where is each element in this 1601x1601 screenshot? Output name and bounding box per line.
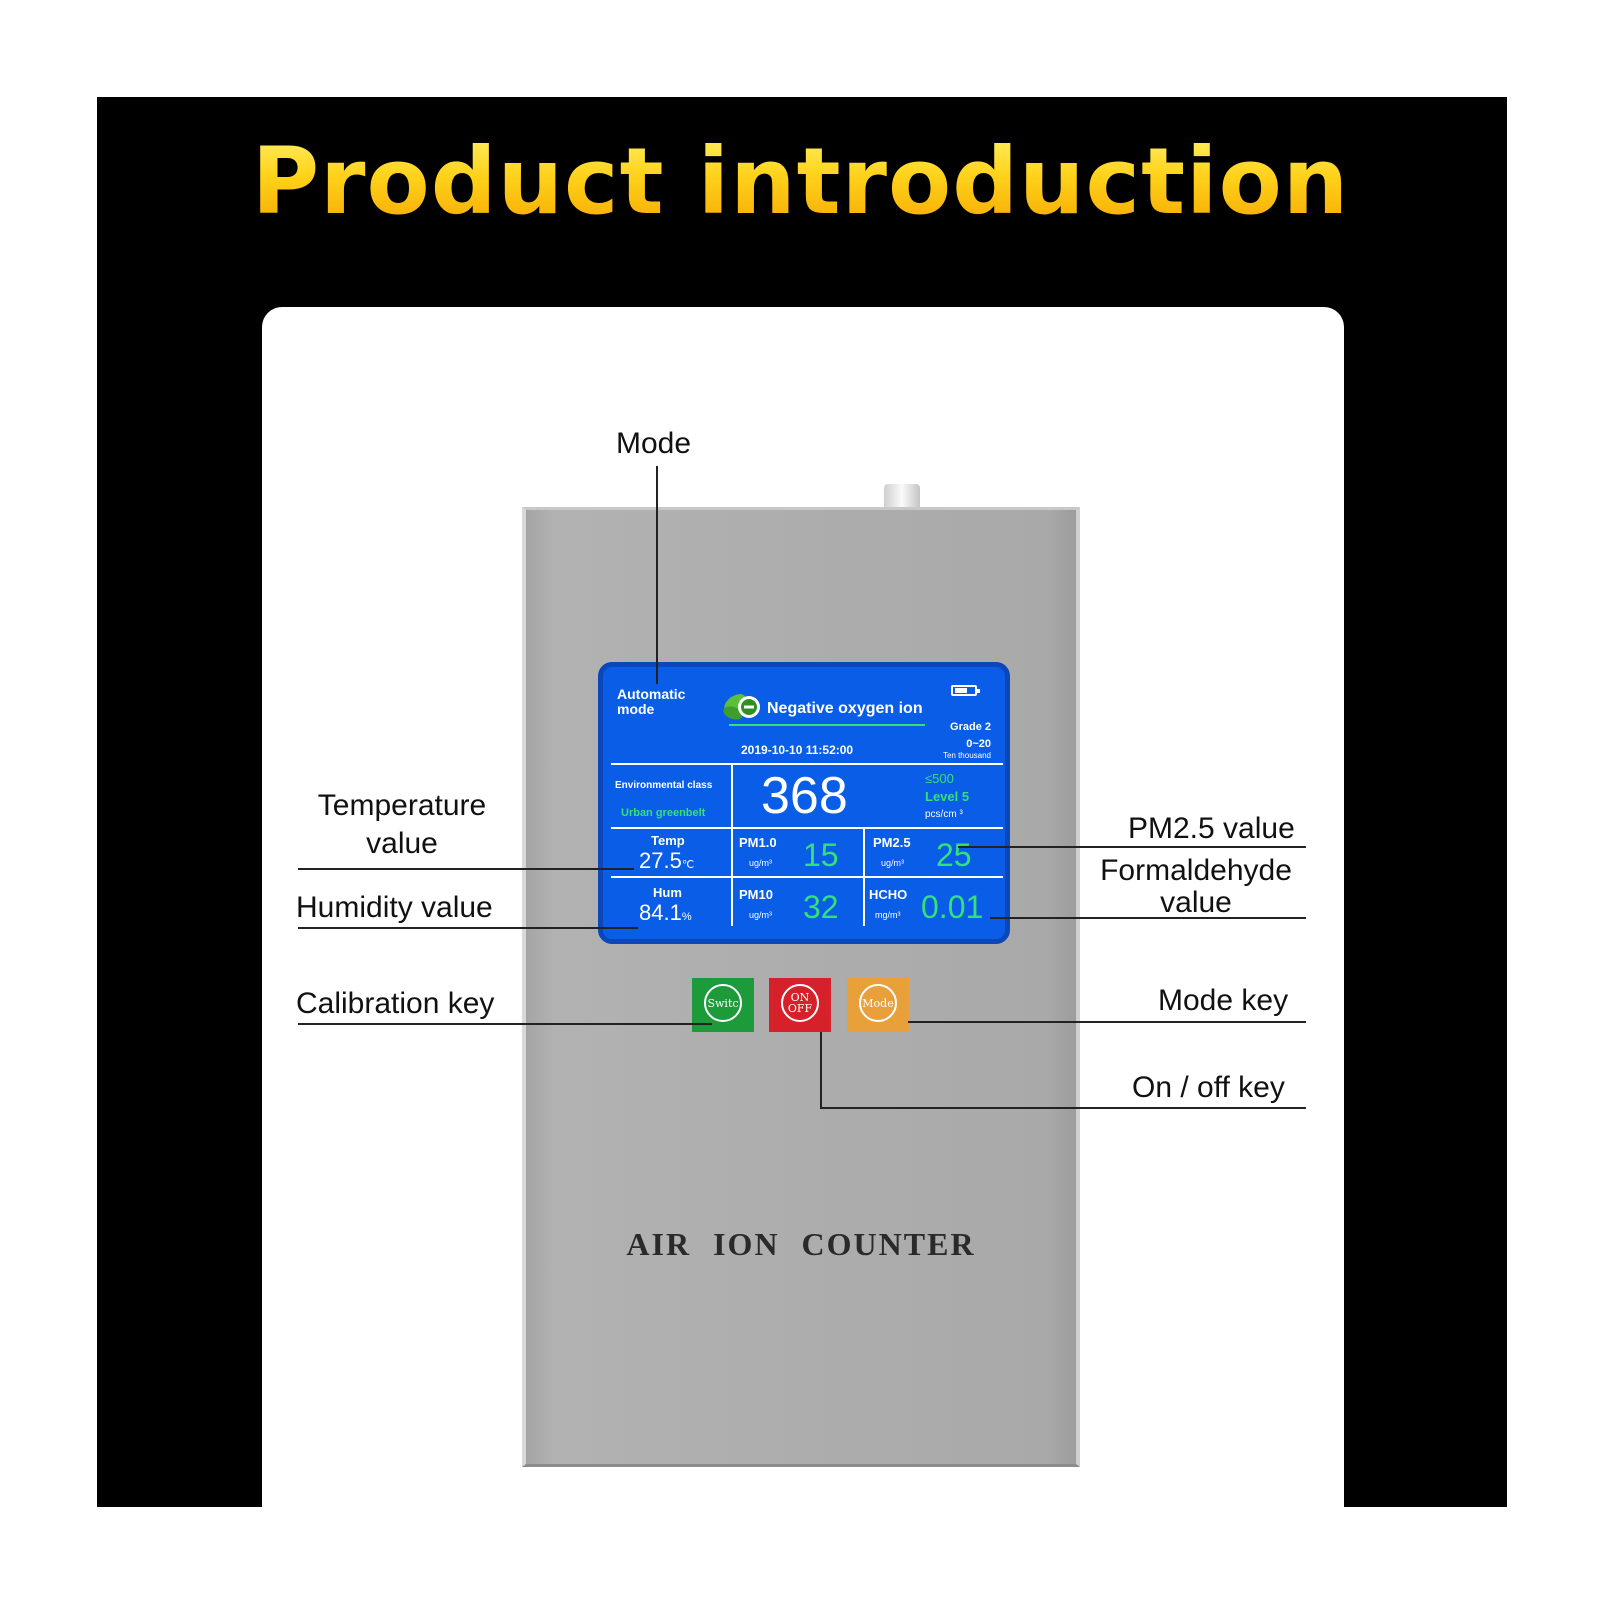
screen-header: Negative oxygen ion (767, 700, 923, 717)
ion-value: 368 (761, 767, 848, 825)
temp-readout: 27.5℃ (639, 848, 694, 874)
temperature-callout-line-2: value (366, 827, 438, 860)
env-class-label: Environmental class (615, 780, 713, 791)
formaldehyde-callout-line-2: value (1160, 886, 1232, 919)
mode-key-label: Mode (859, 984, 897, 1022)
datetime-text: 2019-10-10 11:52:00 (741, 743, 854, 757)
calibration-leader (298, 1023, 712, 1025)
mode-key-leader (908, 1021, 1306, 1023)
ion-unit: pcs/cm ³ (925, 809, 963, 820)
mode-label: Automatic mode (617, 687, 685, 717)
mode-line-1: Automatic (617, 686, 686, 702)
hum-readout: 84.1% (639, 900, 692, 926)
mode-key[interactable]: Mode (847, 978, 909, 1032)
hum-label: Hum (653, 885, 682, 900)
onoff-key[interactable]: ON OFF (769, 978, 831, 1032)
switch-key-label: Switc (704, 984, 742, 1022)
formaldehyde-callout-line-1: Formaldehyde (1100, 854, 1292, 887)
level-text: Level 5 (925, 789, 970, 804)
formaldehyde-leader (990, 917, 1306, 919)
pm10-value: 15 (803, 837, 839, 873)
sensor-knob (884, 484, 920, 510)
onoff-key-callout: On / off key (1132, 1071, 1285, 1104)
onoff-leader-vertical (820, 1032, 822, 1108)
pm10b-label: PM10 (739, 887, 773, 902)
pm25-value: 25 (936, 837, 972, 873)
hcho-label: HCHO (869, 887, 908, 902)
mode-key-callout: Mode key (1158, 984, 1289, 1017)
mode-line-2: mode (617, 701, 655, 717)
hcho-unit: mg/m³ (875, 910, 901, 920)
hcho-value: 0.01 (921, 889, 984, 925)
brand-label: AIR ION COUNTER (626, 1226, 976, 1262)
pm25-label: PM2.5 (873, 835, 911, 850)
temp-unit: ℃ (681, 859, 695, 871)
leaf-ion-icon (723, 694, 760, 720)
hum-value: 84.1 (639, 900, 682, 925)
onoff-bottom-label: OFF (787, 1002, 813, 1015)
formaldehyde-callout: Formaldehyde value (1088, 855, 1304, 919)
range-unit-text: Ten thousand (942, 751, 991, 760)
pm10b-unit: ug/m³ (749, 910, 773, 920)
calibration-key-callout: Calibration key (296, 987, 495, 1020)
divider-1 (611, 763, 1003, 765)
mode-leader (656, 466, 658, 684)
pm10b-value: 32 (803, 889, 839, 925)
grade-text: Grade 2 (950, 721, 991, 733)
divider-3 (611, 876, 1003, 878)
page-title: Product introduction (0, 128, 1601, 235)
onoff-key-label: ON OFF (781, 984, 819, 1022)
header-underline (729, 724, 925, 726)
temperature-callout: Temperature value (292, 787, 512, 863)
humidity-leader (298, 927, 638, 929)
battery-icon (951, 685, 980, 696)
env-class-value: Urban greenbelt (621, 807, 706, 819)
mode-callout: Mode (616, 427, 692, 460)
temperature-leader (298, 868, 634, 870)
onoff-leader-horizontal (820, 1107, 1306, 1109)
temperature-callout-line-1: Temperature (317, 789, 487, 822)
humidity-callout: Humidity value (296, 891, 493, 924)
pm10-unit: ug/m³ (749, 858, 773, 868)
divider-v1 (731, 763, 733, 926)
onoff-top-label: ON (790, 991, 810, 1004)
range-text: 0~20 (966, 738, 991, 750)
pm25-unit: ug/m³ (881, 858, 905, 868)
pm25-leader (958, 846, 1306, 848)
hum-unit: % (681, 911, 692, 923)
device-screen: Automatic mode Negative oxygen ion Grade… (598, 662, 1010, 944)
threshold-text: ≤500 (925, 771, 954, 786)
divider-2 (611, 827, 1003, 829)
temp-label: Temp (651, 833, 685, 848)
temp-value: 27.5 (639, 848, 682, 873)
pm25-callout: PM2.5 value (1128, 812, 1295, 845)
pm10-label: PM1.0 (739, 835, 777, 850)
